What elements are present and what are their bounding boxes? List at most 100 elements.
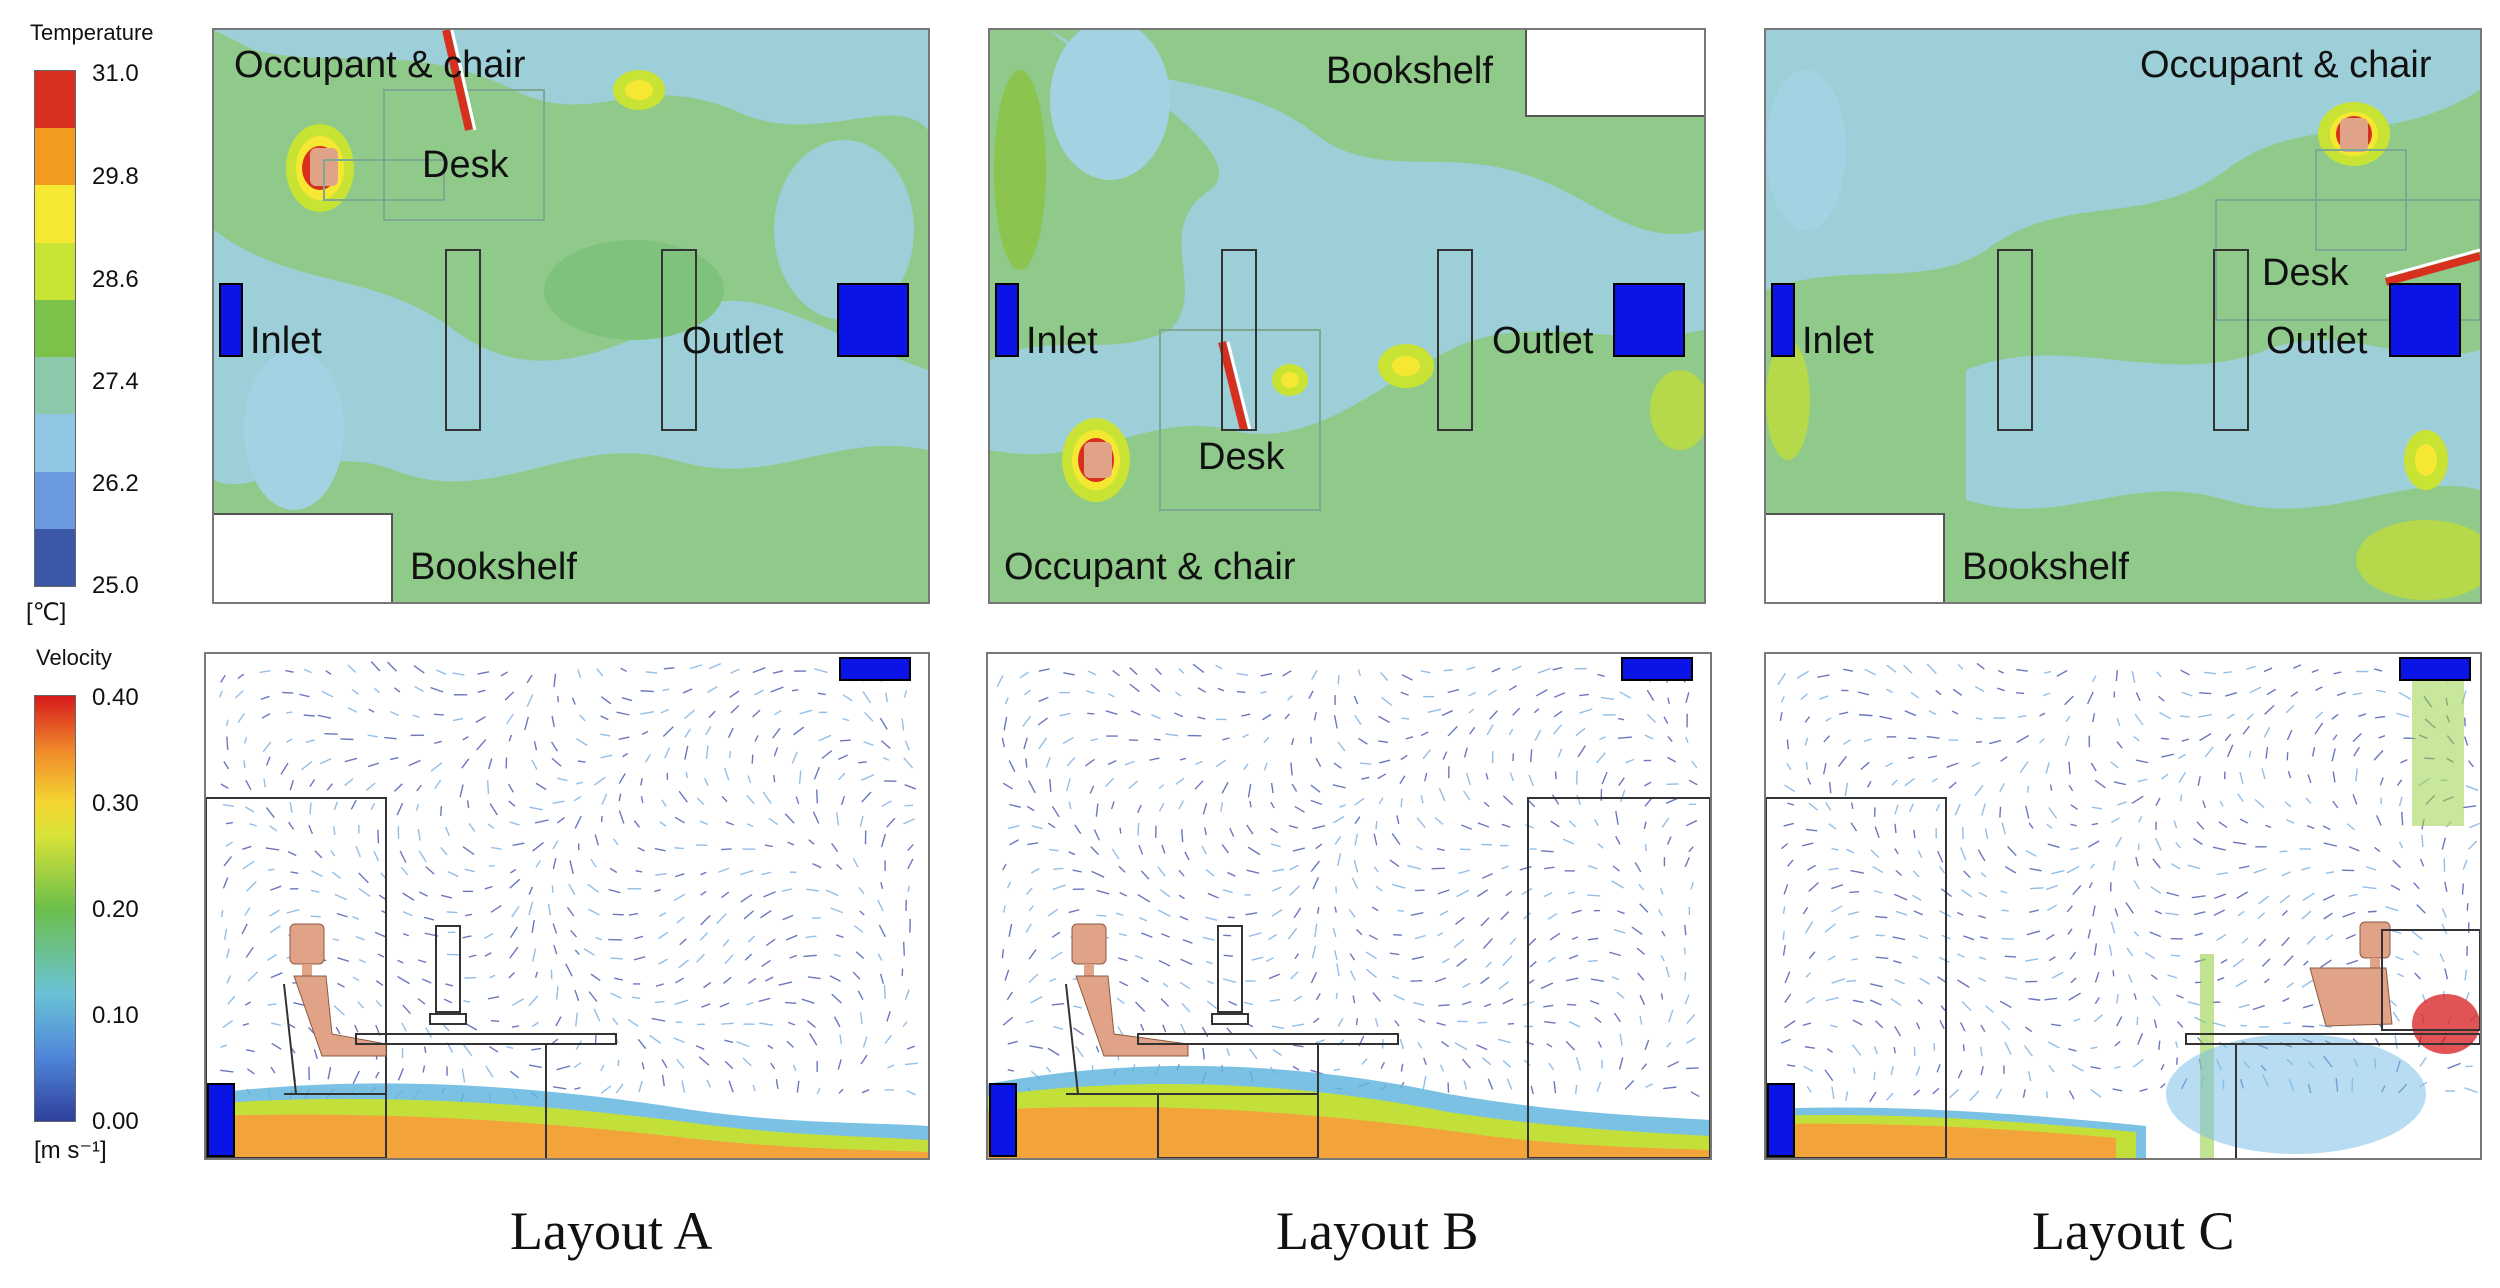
velocity-vector	[2044, 997, 2058, 1001]
velocity-vector	[1491, 667, 1501, 673]
velocity-vector	[1476, 1044, 1488, 1051]
velocity-vector	[547, 904, 551, 916]
velocity-vector	[1631, 926, 1643, 936]
velocity-vector	[1863, 738, 1872, 742]
velocity-vector	[476, 739, 487, 751]
velocity-vector	[2236, 891, 2249, 899]
velocity-vector	[736, 1040, 750, 1048]
velocity-vector	[2191, 895, 2206, 899]
velocity-vector	[699, 820, 709, 826]
velocity-vector	[2193, 911, 2206, 916]
velocity-vector	[475, 716, 486, 723]
velocity-vector	[2161, 753, 2175, 758]
velocity-vector	[1594, 1016, 1602, 1023]
velocity-vector	[355, 935, 365, 941]
velocity-vector	[2392, 1011, 2400, 1022]
velocity-vector	[2238, 1003, 2250, 1009]
velocity-vector	[1819, 695, 1829, 700]
velocity-vector	[524, 716, 530, 731]
velocity-vector	[2254, 798, 2265, 809]
velocity-vector	[2314, 722, 2324, 735]
velocity-vector	[1851, 1044, 1862, 1056]
temperature-map-layout-a: Occupant & chair Desk Inlet Outlet Books…	[212, 28, 930, 604]
velocity-vector	[556, 816, 565, 824]
velocity-vector	[1961, 1000, 1972, 1012]
velocity-vector	[2224, 733, 2232, 742]
velocity-vector	[285, 738, 293, 744]
velocity-vector	[1546, 1043, 1553, 1048]
velocity-vector	[1989, 739, 2002, 745]
velocity-vector	[1667, 735, 1673, 742]
velocity-vector	[2462, 805, 2477, 809]
temperature-tick: 25.0	[92, 572, 139, 599]
velocity-vector	[287, 851, 297, 857]
velocity-vector	[761, 871, 772, 876]
velocity-vector	[1596, 1081, 1602, 1093]
velocity-vector	[2091, 822, 2099, 826]
velocity-vector	[1485, 961, 1492, 968]
velocity-vector	[840, 795, 846, 806]
velocity-vector	[2187, 864, 2201, 870]
velocity-vector	[2258, 895, 2270, 905]
velocity-vector	[1002, 782, 1013, 790]
velocity-vector	[1502, 955, 1513, 967]
velocity-vector	[1066, 778, 1071, 792]
velocity-vector	[1866, 780, 1872, 788]
velocity-vector	[793, 1064, 797, 1072]
velocity-vector	[839, 1034, 843, 1045]
velocity-vector	[1910, 691, 1920, 699]
velocity-vector	[1959, 1022, 1966, 1032]
velocity-vector	[352, 1070, 360, 1084]
velocity-vector	[877, 899, 884, 912]
velocity-vector	[1334, 906, 1338, 913]
velocity-vector	[609, 867, 618, 874]
velocity-vector	[526, 674, 533, 684]
velocity-vector	[1332, 927, 1337, 938]
velocity-vector	[2175, 842, 2181, 849]
velocity-vector	[2068, 1048, 2077, 1052]
velocity-vector	[1480, 976, 1490, 985]
velocity-vector	[2023, 1045, 2033, 1057]
velocity-vector	[1937, 850, 1944, 863]
velocity-vector	[1904, 777, 1915, 787]
velocity-vector	[1978, 891, 1988, 898]
velocity-vector	[1247, 846, 1261, 856]
velocity-vector	[1447, 688, 1460, 694]
velocity-vector	[2331, 713, 2339, 720]
velocity-vector	[243, 760, 246, 769]
velocity-vector	[247, 971, 259, 982]
velocity-vector	[423, 1046, 427, 1054]
desk-label: Desk	[1198, 436, 1285, 478]
velocity-vector	[1051, 931, 1061, 938]
velocity-vector	[1484, 1003, 1492, 1008]
velocity-vector	[2441, 908, 2447, 918]
velocity-vector	[325, 670, 332, 675]
velocity-vector	[1354, 816, 1361, 825]
velocity-vector	[2367, 910, 2377, 913]
velocity-vector	[2048, 807, 2058, 819]
velocity-vector	[838, 754, 848, 760]
velocity-vector	[1957, 911, 1964, 916]
velocity-vector	[1935, 689, 1942, 696]
velocity-vector	[2166, 891, 2180, 897]
velocity-colorbar	[34, 695, 76, 1122]
velocity-vector	[374, 687, 381, 694]
velocity-vector	[389, 756, 399, 761]
velocity-vector	[2283, 955, 2294, 967]
velocity-vector	[1151, 714, 1161, 720]
velocity-vector	[2353, 746, 2360, 757]
velocity-vector	[1912, 894, 1922, 901]
temperature-color-band	[35, 528, 75, 586]
velocity-vector	[1551, 794, 1560, 805]
velocity-vector	[1138, 844, 1144, 855]
velocity-vector	[2281, 871, 2291, 877]
velocity-vector	[271, 1022, 281, 1026]
velocity-vector	[2232, 841, 2247, 845]
velocity-vector	[1008, 760, 1016, 773]
velocity-vector	[2069, 951, 2077, 960]
velocity-vector	[418, 850, 427, 863]
velocity-vector	[354, 1024, 359, 1033]
velocity-vector	[1912, 870, 1920, 878]
outlet-label: Outlet	[2266, 320, 2368, 362]
velocity-vector	[396, 802, 404, 816]
